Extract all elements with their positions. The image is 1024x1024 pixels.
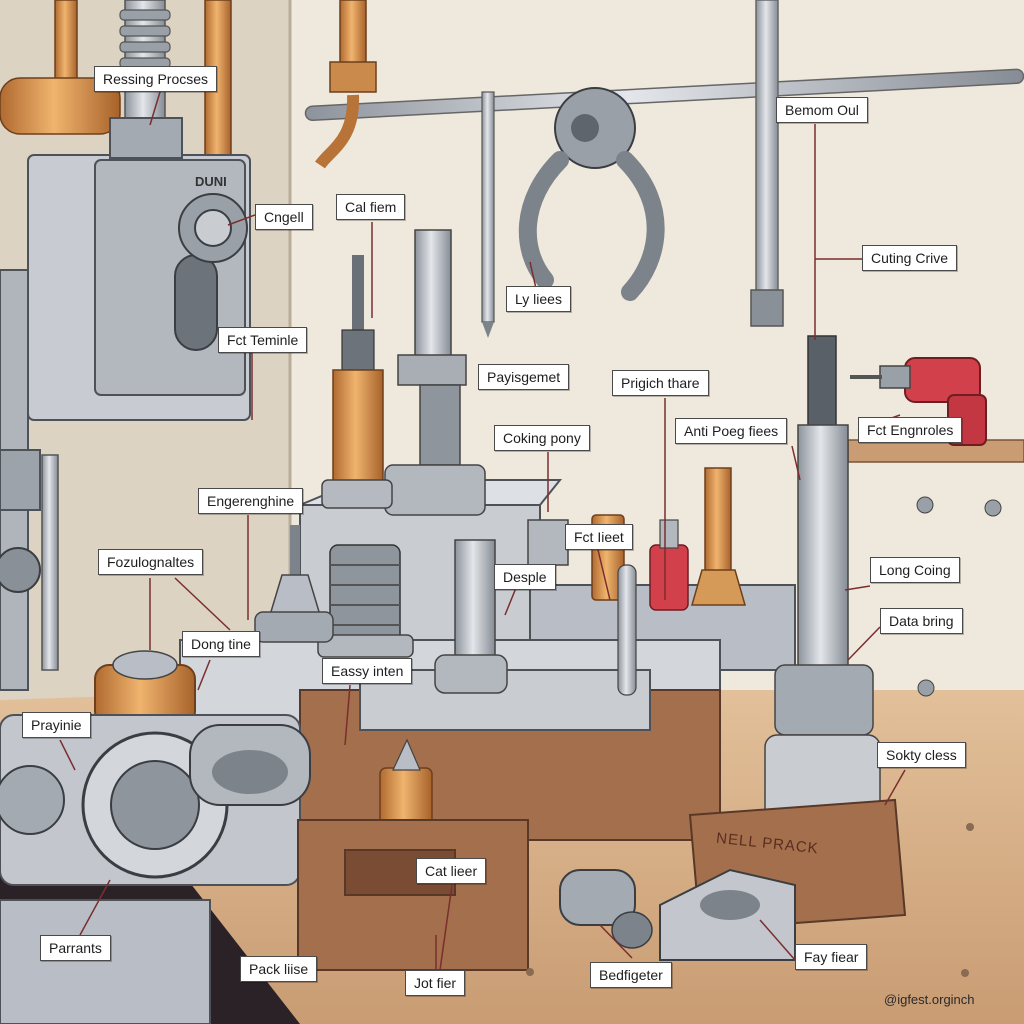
tall-spindle-icon bbox=[764, 335, 881, 826]
spindle-column-icon bbox=[384, 229, 486, 516]
side-machine-icon bbox=[0, 269, 59, 691]
bench-screws bbox=[526, 496, 1002, 977]
label-cat-lieer: Cat lieer bbox=[416, 858, 487, 884]
label-cal-fiem: Cal fiem bbox=[336, 194, 406, 220]
label-ressing-process: Ressing Procses bbox=[94, 66, 218, 92]
label-bemom-oul: Bemom Oul bbox=[776, 97, 868, 123]
screwdriver-icon bbox=[481, 91, 495, 338]
label-long-coing: Long Coing bbox=[870, 557, 960, 583]
label-fct-iieet: Fct Iieet bbox=[565, 524, 633, 550]
label-dong-tine: Dong tine bbox=[182, 631, 260, 657]
label-cuting-crive: Cuting Crive bbox=[862, 245, 958, 271]
pliers-tool-icon bbox=[518, 87, 665, 301]
label-payisgemet: Payisgemet bbox=[478, 364, 570, 390]
bearing-ring-icon bbox=[0, 650, 311, 886]
label-ly-liees: Ly liees bbox=[506, 286, 571, 312]
label-jot-fier: Jot fier bbox=[405, 970, 466, 996]
spring-spool-icon bbox=[317, 544, 414, 658]
label-bedfigeter: Bedfigeter bbox=[590, 962, 672, 988]
small-parts-icon bbox=[527, 467, 746, 696]
label-data-bring: Data bring bbox=[880, 608, 963, 634]
credit-watermark: @igfest.orginch bbox=[884, 992, 975, 1007]
label-prigich-thare: Prigich thare bbox=[612, 370, 709, 396]
label-pack-liise: Pack liise bbox=[240, 956, 318, 982]
label-anti-poeg-fiees: Anti Poeg fiees bbox=[675, 418, 788, 444]
copper-bit-icon bbox=[321, 255, 393, 509]
label-engerenghine: Engerenghine bbox=[198, 488, 304, 514]
pin-tool-icon bbox=[434, 539, 508, 694]
label-prayinie: Prayinie bbox=[22, 712, 91, 738]
label-fozulognaltes: Fozulognaltes bbox=[98, 549, 204, 575]
label-eassy-inten: Eassy inten bbox=[322, 658, 413, 684]
label-coking-pony: Coking pony bbox=[494, 425, 590, 451]
label-fct-engnroles: Fct Engnroles bbox=[858, 417, 963, 443]
lower-parts-icon bbox=[0, 738, 796, 1024]
label-fay-fiear: Fay fiear bbox=[795, 944, 868, 970]
leader-lines bbox=[59, 91, 906, 971]
machine-housing-icon: DUNI bbox=[27, 117, 251, 421]
machine-plate-text: DUNI bbox=[195, 174, 227, 189]
label-cngell: Cngell bbox=[255, 204, 313, 230]
label-sokty-cless: Sokty cless bbox=[877, 742, 966, 768]
cone-tool-icon bbox=[254, 525, 334, 643]
label-fct-teminle: Fct Teminle bbox=[218, 327, 308, 353]
label-desple: Desple bbox=[494, 564, 556, 590]
label-parrants: Parrants bbox=[40, 935, 111, 961]
